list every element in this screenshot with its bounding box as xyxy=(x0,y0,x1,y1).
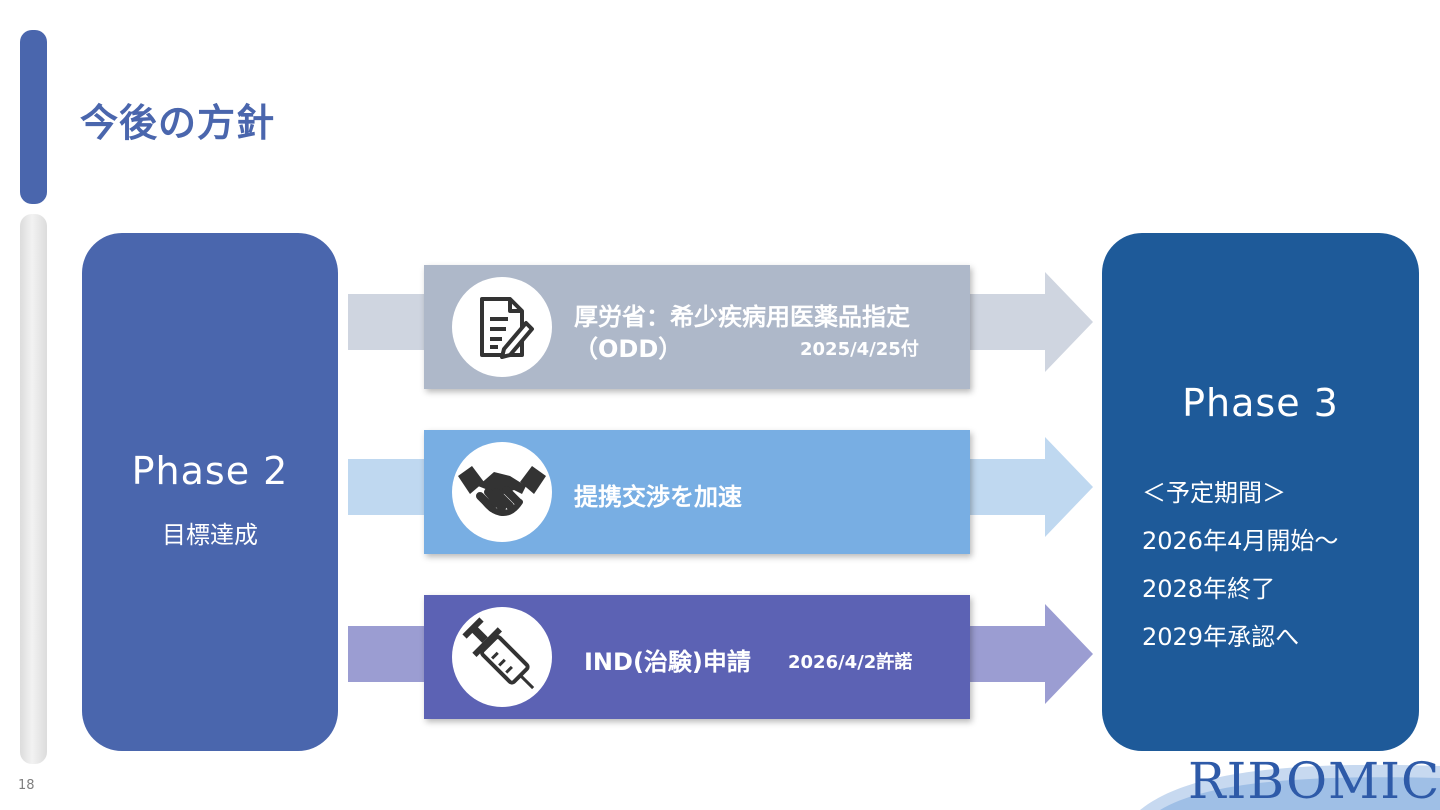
ind-label: IND(治験)申請 xyxy=(584,648,751,676)
partnership-label: 提携交渉を加速 xyxy=(574,483,742,511)
ind-date: 2026/4/2許諾 xyxy=(788,652,913,673)
phase2-title: Phase 2 xyxy=(131,449,289,493)
phase3-schedule: ＜予定期間＞ 2026年4月開始～ 2028年終了 2029年承認へ xyxy=(1142,469,1338,661)
track-ind: IND(治験)申請 2026/4/2許諾 xyxy=(424,595,970,719)
phase3-box: Phase 3 ＜予定期間＞ 2026年4月開始～ 2028年終了 2029年承… xyxy=(1102,233,1419,751)
odd-abbreviation: （ODD） xyxy=(574,335,683,363)
syringe-icon xyxy=(452,607,552,707)
phase2-box: Phase 2 目標達成 xyxy=(82,233,338,751)
logo-text: RIBOMIC xyxy=(1188,752,1440,810)
handshake-icon xyxy=(452,442,552,542)
odd-title: 厚労省：希少疾病用医薬品指定 xyxy=(574,303,910,331)
title-accent-bar xyxy=(20,30,47,204)
ribomic-logo: RIBOMIC xyxy=(1140,748,1440,810)
odd-date: 2025/4/25付 xyxy=(800,339,919,360)
page-title: 今後の方針 xyxy=(80,101,276,145)
phase2-subtitle: 目標達成 xyxy=(162,521,258,549)
schedule-approval: 2029年承認へ xyxy=(1142,623,1300,651)
schedule-start: 2026年4月開始～ xyxy=(1142,527,1339,555)
schedule-heading: ＜予定期間＞ xyxy=(1142,479,1286,507)
page-number: 18 xyxy=(18,778,35,793)
track-partnership: 提携交渉を加速 xyxy=(424,430,970,554)
track-odd: 厚労省：希少疾病用医薬品指定 （ODD） 2025/4/25付 xyxy=(424,265,970,389)
phase3-title: Phase 3 xyxy=(1182,381,1339,425)
side-rail xyxy=(20,214,47,764)
schedule-end: 2028年終了 xyxy=(1142,575,1276,603)
document-edit-icon xyxy=(452,277,552,377)
